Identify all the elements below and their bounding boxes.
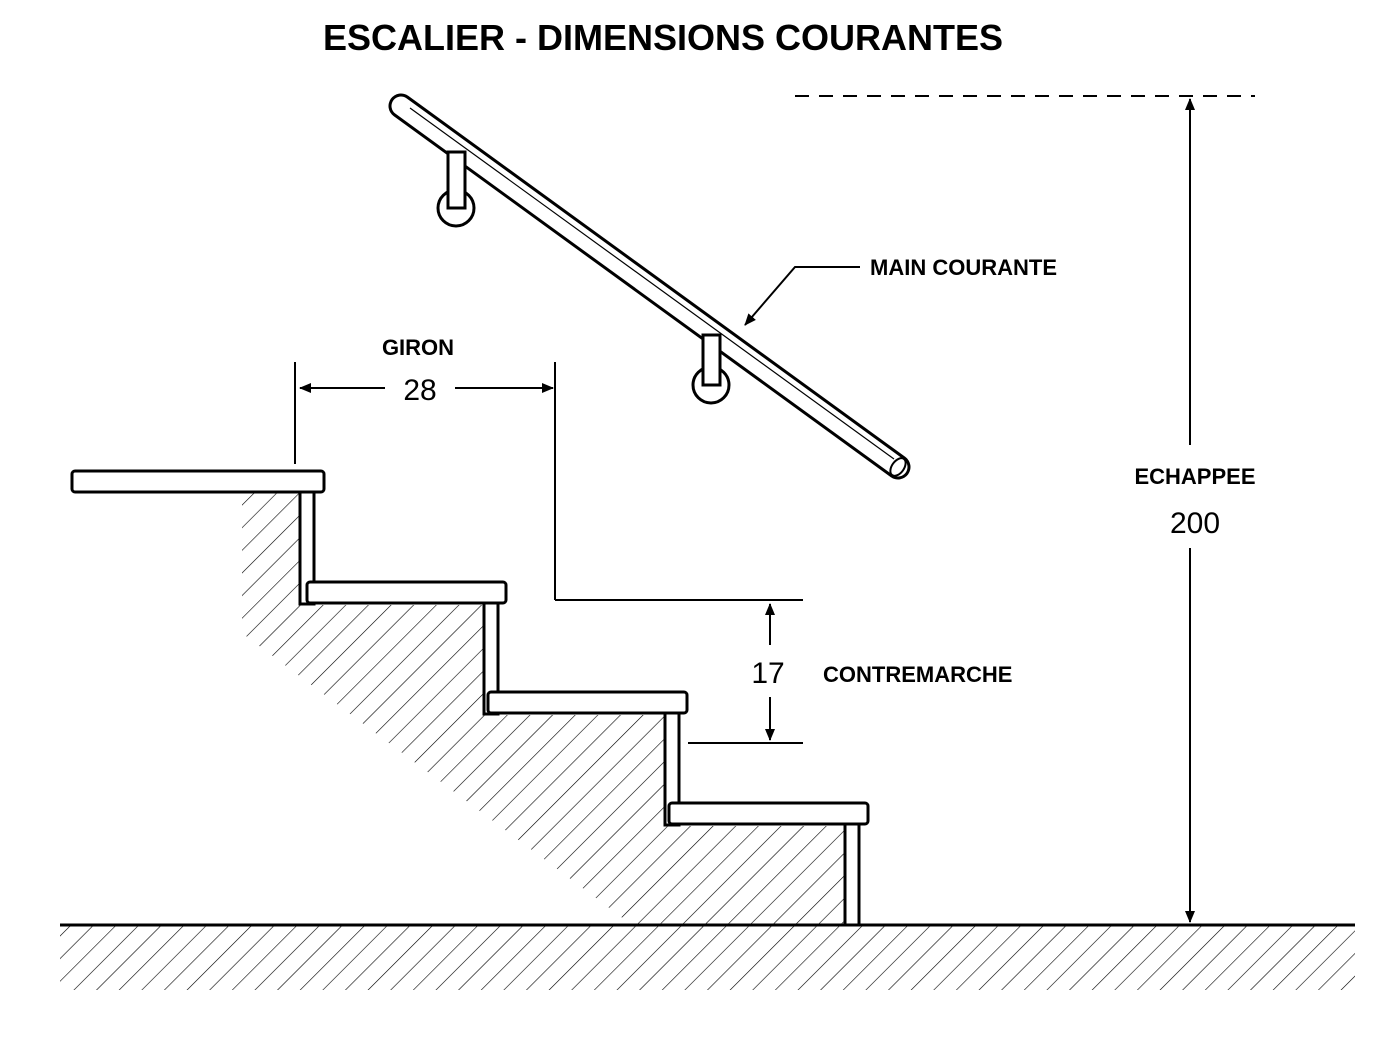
riser-1 [298,490,316,606]
stair-body-hatch [75,493,845,925]
landing-slab [70,469,326,494]
ground-hatch [60,925,1355,995]
handrail-bracket-1 [436,150,476,228]
tread-2 [486,690,689,715]
handrail [388,93,911,480]
treads [305,580,870,826]
tread-3 [667,801,870,826]
headroom-dimension [795,95,1255,923]
headroom-value: 200 [1170,507,1220,540]
diagram-title: ESCALIER - DIMENSIONS COURANTES [323,17,1003,58]
handrail-label: MAIN COURANTE [870,255,1057,280]
tread-label: GIRON [382,335,454,360]
handrail-leader [744,266,860,326]
headroom-label: ECHAPPEE [1134,464,1255,489]
riser-dimension [688,603,803,744]
tread-1 [305,580,508,605]
tread-dimension [294,362,803,601]
riser-value: 17 [751,657,784,690]
riser-label: CONTREMARCHE [823,662,1012,687]
tread-value: 28 [403,374,436,407]
ground-hatch-mask [40,990,1380,1020]
riser-4 [843,822,861,927]
handrail-bracket-2 [691,333,731,405]
